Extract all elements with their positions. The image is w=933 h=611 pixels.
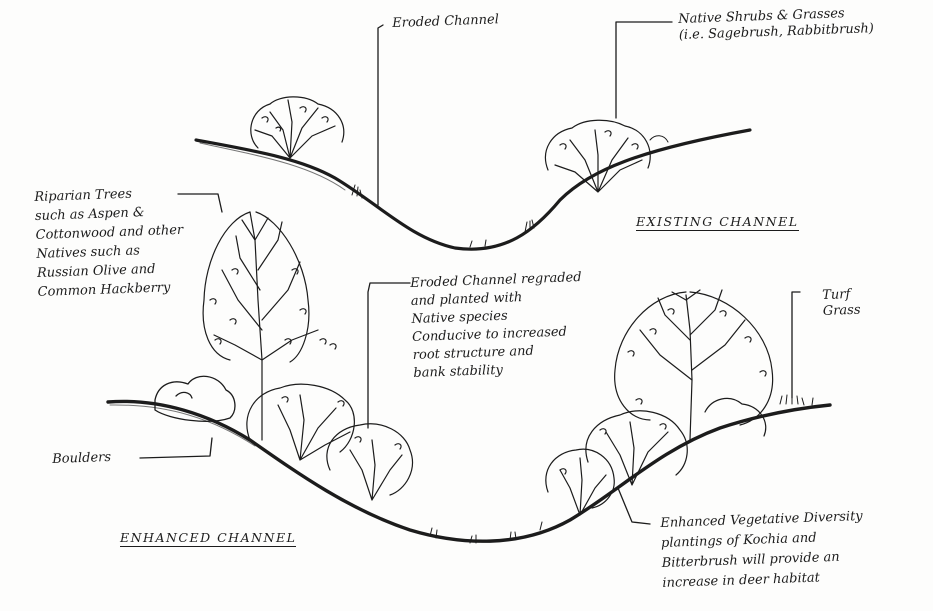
turf-grass-tufts (780, 395, 813, 405)
enhanced-shrub-right (546, 398, 766, 515)
existing-grass (352, 185, 534, 247)
riparian-leader (178, 194, 222, 212)
label-turf-grass: Turf Grass (822, 287, 861, 320)
label-vegetative-diversity: Enhanced Vegetative Diversity plantings … (660, 507, 865, 594)
label-regraded-channel: Eroded Channel regraded and planted with… (410, 269, 585, 383)
diversity-leader (618, 488, 650, 524)
existing-shrub-left (251, 97, 344, 158)
label-riparian-trees: Riparian Trees such as Aspen & Cottonwoo… (34, 183, 185, 302)
turf-leader (792, 292, 800, 398)
existing-shrub-right (545, 120, 668, 192)
label-native-shrubs: Native Shrubs & Grasses (i.e. Sagebrush,… (678, 5, 874, 44)
eroded-channel-leader (378, 25, 383, 205)
riparian-tree (203, 212, 336, 440)
title-existing-channel: EXISTING CHANNEL (636, 214, 799, 231)
enhanced-shrub-left (247, 384, 413, 500)
title-enhanced-channel: ENHANCED CHANNEL (120, 530, 296, 547)
native-shrubs-leader (616, 22, 672, 118)
boulders-leader (140, 438, 212, 458)
regraded-leader (368, 283, 410, 428)
enhanced-tree-right (615, 290, 773, 440)
label-boulders: Boulders (52, 450, 111, 468)
existing-channel-ground (196, 130, 750, 249)
